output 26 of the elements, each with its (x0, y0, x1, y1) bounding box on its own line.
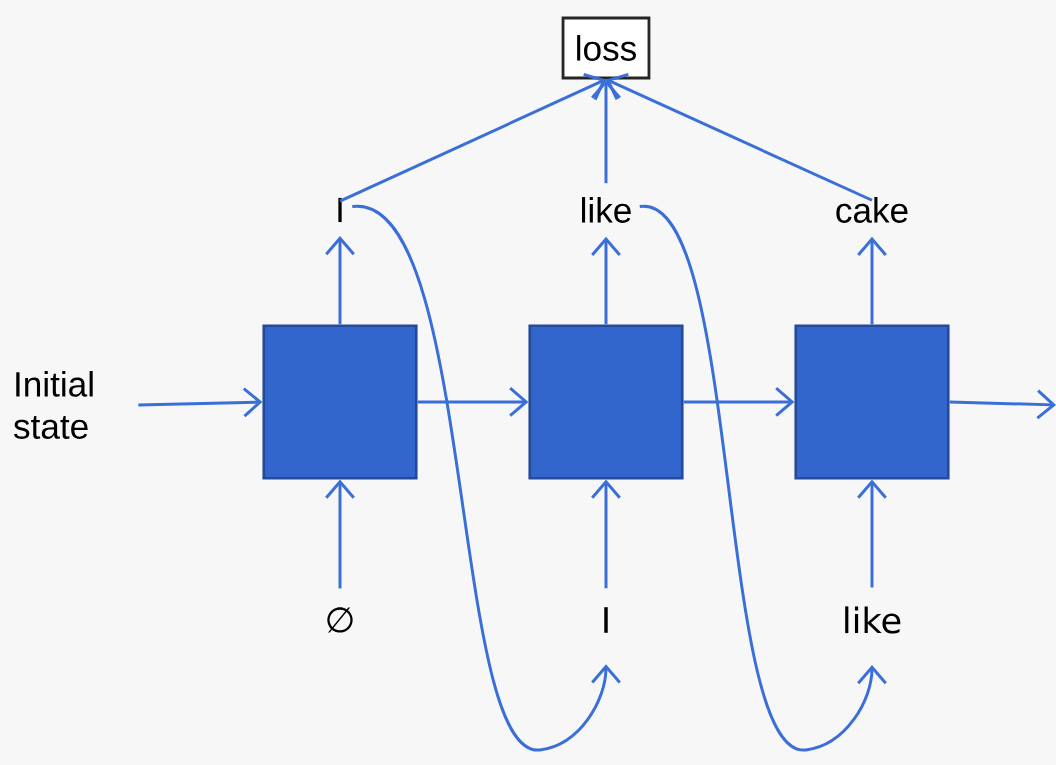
input-word: I (604, 607, 608, 633)
arrow (857, 479, 887, 588)
rnn-cell-box (794, 324, 950, 480)
arrow (325, 479, 355, 589)
arrow (138, 387, 263, 418)
arrow (417, 387, 529, 417)
arrow (857, 236, 887, 325)
output-word: like (582, 197, 631, 223)
arrow (683, 387, 795, 417)
arrow (591, 479, 621, 589)
output-word: cake (836, 197, 908, 223)
arrow (591, 236, 621, 325)
loss-box: loss (561, 16, 651, 80)
arrow (639, 205, 887, 752)
arrow (606, 73, 873, 202)
arrow (949, 389, 1056, 420)
arrow (591, 79, 621, 184)
input-word: ∅ (327, 607, 353, 633)
text-label: Initial state (13, 371, 93, 439)
output-word: I (338, 197, 342, 223)
rnn-cell-box (528, 324, 684, 480)
arrow (339, 73, 606, 203)
input-word: like (845, 606, 901, 634)
rnn-cell-box (262, 324, 418, 480)
arrow (351, 205, 621, 752)
arrow (325, 235, 355, 325)
